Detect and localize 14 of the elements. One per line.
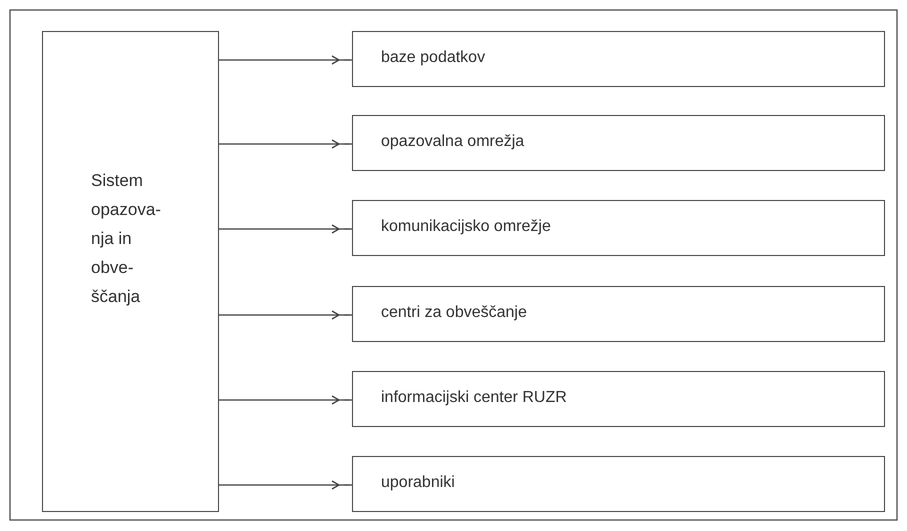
component-label: centri za obveščanje xyxy=(381,304,527,322)
system-box xyxy=(42,31,219,512)
system-label: Sistem opazova- nja in obve- ščanja xyxy=(91,170,162,308)
component-box xyxy=(352,115,885,171)
component-label: uporabniki xyxy=(381,474,455,492)
component-label: komunikacijsko omrežje xyxy=(381,218,551,236)
component-box xyxy=(352,286,885,342)
component-box xyxy=(352,456,885,512)
component-box xyxy=(352,371,885,427)
component-label: opazovalna omrežja xyxy=(381,133,524,151)
component-box xyxy=(352,31,885,87)
component-box xyxy=(352,200,885,256)
component-label: baze podatkov xyxy=(381,49,486,67)
component-label: informacijski center RUZR xyxy=(381,389,567,407)
